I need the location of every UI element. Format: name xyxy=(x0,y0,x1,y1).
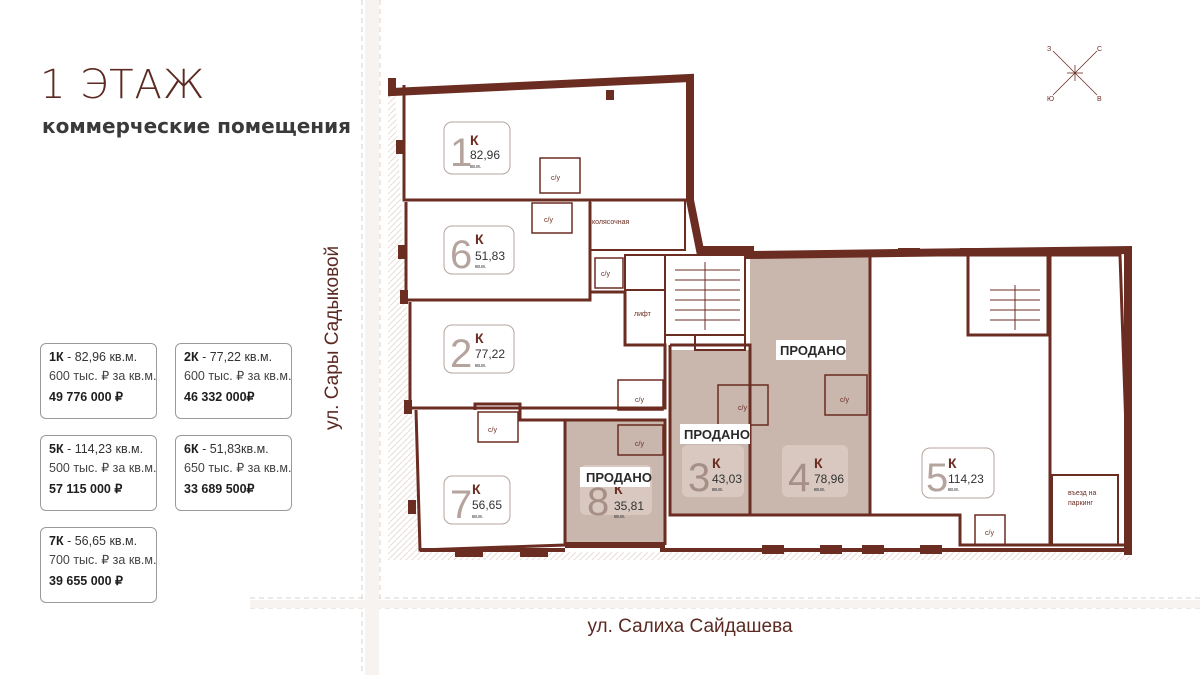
unit-5k[interactable]: 5 К 114,23 кв.м. xyxy=(921,447,995,500)
street-lines xyxy=(250,0,1200,675)
svg-text:77,22: 77,22 xyxy=(475,347,505,361)
svg-text:1: 1 xyxy=(450,131,472,175)
card-total: 46 332 000₽ xyxy=(184,390,255,404)
unit-6k[interactable]: 6 К 51,83 кв.м. xyxy=(443,225,515,277)
wc-label: с/у xyxy=(635,441,644,448)
compass-label-e: В xyxy=(1097,96,1102,103)
svg-text:кв.м.: кв.м. xyxy=(470,164,481,170)
svg-text:82,96: 82,96 xyxy=(470,148,500,162)
card-area: - 82,96 кв.м. xyxy=(63,350,138,364)
svg-text:51,83: 51,83 xyxy=(475,249,505,263)
svg-text:кв.м.: кв.м. xyxy=(948,487,959,493)
price-card-6k[interactable]: 6К - 51,83кв.м. 650 тыс. ₽ за кв.м. 33 6… xyxy=(175,435,292,511)
card-code: 7К xyxy=(49,534,64,548)
unit-8k[interactable]: 8 К 35,81 кв.м. ПРОДАНО xyxy=(580,465,652,524)
page-title: 1 ЭТАЖ xyxy=(40,62,206,108)
svg-text:2: 2 xyxy=(450,332,472,376)
svg-text:К: К xyxy=(470,132,479,148)
page-subtitle: коммерческие помещения xyxy=(42,114,351,138)
sold-badge xyxy=(580,467,650,487)
svg-text:4: 4 xyxy=(788,456,810,500)
unit-2k[interactable]: 2 К 77,22 кв.м. xyxy=(443,324,515,376)
svg-text:кв.м.: кв.м. xyxy=(475,363,486,369)
card-price: 500 тыс. ₽ за кв.м. xyxy=(49,461,157,475)
price-card-7k[interactable]: 7К - 56,65 кв.м. 700 тыс. ₽ за кв.м. 39 … xyxy=(40,527,157,603)
svg-text:К: К xyxy=(475,231,484,247)
svg-text:3: 3 xyxy=(688,456,710,500)
svg-text:35,81: 35,81 xyxy=(614,499,644,513)
svg-text:43,03: 43,03 xyxy=(712,472,742,486)
room-labels: с/у с/у с/у с/у с/у с/у с/у с/у с/у коля… xyxy=(488,175,1097,537)
sold-badge-text: ПРОДАНО xyxy=(780,343,846,358)
price-card-2k[interactable]: 2К - 77,22 кв.м. 600 тыс. ₽ за кв.м. 46 … xyxy=(175,343,292,419)
parking-label: въезд на xyxy=(1068,490,1097,497)
svg-text:7: 7 xyxy=(450,483,472,527)
svg-text:114,23: 114,23 xyxy=(948,472,984,486)
sold-badge xyxy=(776,340,846,360)
compass-label-s: Ю xyxy=(1047,96,1054,103)
card-code: 1К xyxy=(49,350,64,364)
sidewalk-horizontal xyxy=(250,600,1200,608)
svg-text:78,96: 78,96 xyxy=(814,472,844,486)
compass-label-n: С xyxy=(1097,46,1102,53)
card-price: 600 тыс. ₽ за кв.м. xyxy=(49,369,157,383)
wc-label: с/у xyxy=(635,397,644,404)
svg-text:К: К xyxy=(712,455,721,471)
card-area: - 51,83кв.м. xyxy=(198,442,269,456)
card-price: 650 тыс. ₽ за кв.м. xyxy=(184,461,292,475)
wc-label: с/у xyxy=(985,530,994,537)
price-card-5k[interactable]: 5К - 114,23 кв.м. 500 тыс. ₽ за кв.м. 57… xyxy=(40,435,157,511)
svg-text:К: К xyxy=(948,455,957,471)
svg-text:кв.м.: кв.м. xyxy=(712,487,723,493)
card-area: - 56,65 кв.м. xyxy=(63,534,138,548)
svg-text:кв.м.: кв.м. xyxy=(814,487,825,493)
card-code: 6К xyxy=(184,442,199,456)
unit-3k[interactable]: 3 К 43,03 кв.м. ПРОДАНО xyxy=(680,424,750,500)
svg-text:8: 8 xyxy=(587,480,609,524)
sidewalk-vertical xyxy=(365,0,379,675)
wc-label: с/у xyxy=(840,397,849,404)
card-price: 600 тыс. ₽ за кв.м. xyxy=(184,369,292,383)
svg-text:6: 6 xyxy=(450,233,472,277)
stroller-room-label: колясочная xyxy=(592,219,629,226)
unit-1k[interactable]: 1 К 82,96 кв.м. xyxy=(443,121,511,175)
svg-text:К: К xyxy=(475,330,484,346)
svg-text:кв.м.: кв.м. xyxy=(472,514,483,520)
svg-text:56,65: 56,65 xyxy=(472,498,502,512)
wc-label: с/у xyxy=(488,427,497,434)
wc-label: с/у xyxy=(551,175,560,182)
sold-badge xyxy=(680,424,750,444)
compass-icon: З С Ю В xyxy=(1047,46,1102,103)
stairs xyxy=(675,262,1040,330)
compass-label-w: З xyxy=(1047,46,1051,53)
card-total: 33 689 500₽ xyxy=(184,482,255,496)
wc-label: с/у xyxy=(544,217,553,224)
svg-text:кв.м.: кв.м. xyxy=(475,264,486,270)
card-price: 700 тыс. ₽ за кв.м. xyxy=(49,553,157,567)
wc-label: с/у xyxy=(601,271,610,278)
sold-badge-text: ПРОДАНО xyxy=(586,470,652,485)
card-code: 2К xyxy=(184,350,199,364)
card-code: 5К xyxy=(49,442,64,456)
svg-text:К: К xyxy=(814,455,823,471)
svg-text:кв.м.: кв.м. xyxy=(614,514,625,520)
card-total: 39 655 000 ₽ xyxy=(49,574,123,588)
price-card-1k[interactable]: 1К - 82,96 кв.м. 600 тыс. ₽ за кв.м. 49 … xyxy=(40,343,157,419)
lift-label: лифт xyxy=(634,311,652,318)
unit-4k[interactable]: 4 К 78,96 кв.м. ПРОДАНО xyxy=(776,340,848,500)
street-label-horizontal: ул. Салиха Сайдашева xyxy=(587,616,793,637)
parking-label: паркинг xyxy=(1068,500,1093,507)
svg-text:5: 5 xyxy=(926,456,948,500)
card-total: 49 776 000 ₽ xyxy=(49,390,123,404)
card-area: - 114,23 кв.м. xyxy=(63,442,144,456)
sold-badge-text: ПРОДАНО xyxy=(684,427,750,442)
window-piers xyxy=(396,90,1042,557)
card-area: - 77,22 кв.м. xyxy=(198,350,273,364)
card-total: 57 115 000 ₽ xyxy=(49,482,123,496)
svg-text:К: К xyxy=(614,481,623,497)
unit-7k[interactable]: 7 К 56,65 кв.м. xyxy=(443,475,511,527)
wc-label: с/у xyxy=(738,405,747,412)
svg-text:К: К xyxy=(472,481,481,497)
